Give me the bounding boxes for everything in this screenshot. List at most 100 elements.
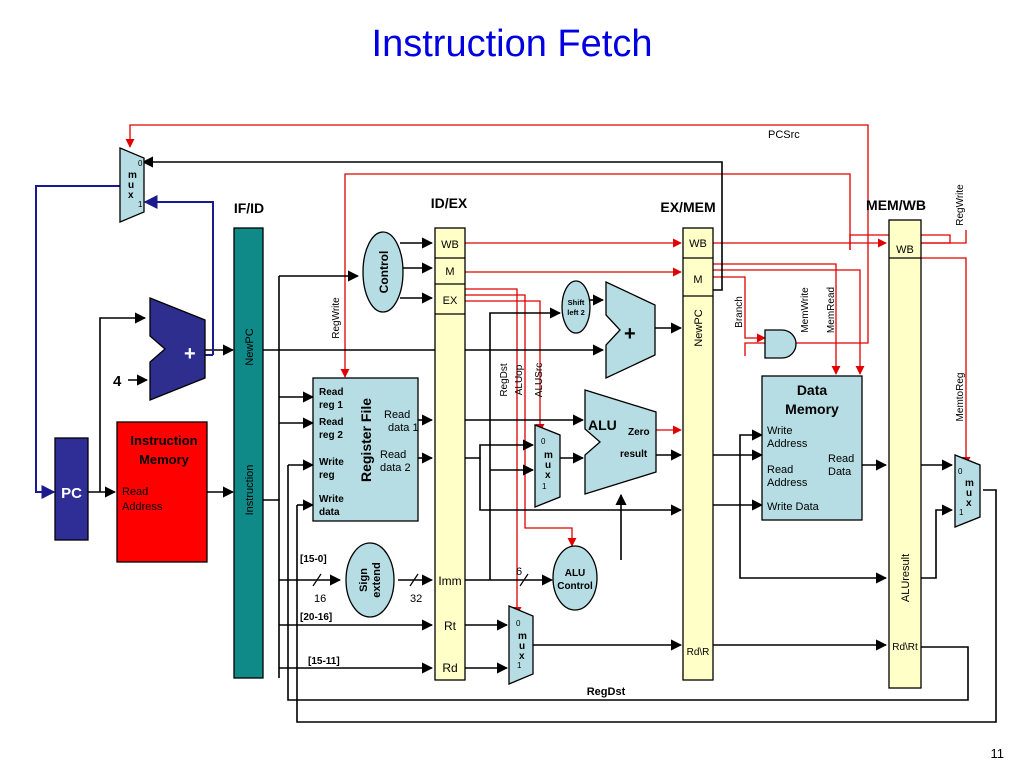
svg-text:Rd\R: Rd\R [687,647,710,658]
page-title: Instruction Fetch [372,23,653,65]
svg-text:data 1: data 1 [388,422,419,434]
svg-text:Data: Data [828,466,852,478]
bitfield-15-11: [15-11] [308,656,340,667]
svg-text:Read: Read [319,417,343,428]
branch-adder: + [605,280,656,380]
alu: ALU Zero result [584,389,657,495]
svg-text:Instruction: Instruction [244,465,256,516]
svg-text:Control: Control [557,581,593,592]
shift-left-2: Shift left 2 [561,280,591,334]
svg-text:Sign: Sign [358,568,370,592]
svg-text:0: 0 [516,619,521,628]
svg-text:0: 0 [138,159,143,168]
svg-text:Read: Read [319,387,343,398]
regwrite-right-label: RegWrite [955,184,966,226]
svg-text:+: + [624,323,636,345]
svg-text:Write: Write [319,457,344,468]
svg-text:Address: Address [767,477,808,489]
svg-text:Write Data: Write Data [767,501,820,513]
svg-text:m: m [128,170,137,181]
writeback-mux: 0 m u x 1 [954,454,981,528]
memwb-register: MEM/WB WB ALUresult Rd\Rt [866,197,926,689]
branch-and-gate [764,329,797,359]
svg-text:x: x [966,498,972,509]
regdst-vertical-label: RegDst [499,363,510,397]
svg-text:Address: Address [767,438,808,450]
svg-text:reg 2: reg 2 [319,430,343,441]
bitfield-15-0: [15-0] [300,554,327,565]
svg-text:Rt: Rt [444,619,457,633]
svg-text:PC: PC [61,485,82,502]
svg-text:Memory: Memory [785,401,839,417]
width-32: 32 [410,593,422,605]
svg-text:m: m [965,478,974,489]
svg-text:1: 1 [517,661,522,670]
svg-text:x: x [519,651,525,662]
svg-text:ALU: ALU [588,417,617,433]
svg-text:data: data [319,507,340,518]
svg-text:EX/MEM: EX/MEM [660,199,715,215]
memtoreg-label: MemtoReg [955,373,966,422]
regdst-bottom-label: RegDst [587,686,626,698]
pcsrc-label: PCSrc [768,129,800,141]
svg-text:Read: Read [380,449,406,461]
svg-text:IF/ID: IF/ID [234,200,264,216]
svg-text:1: 1 [138,200,143,209]
svg-text:WB: WB [896,244,914,256]
svg-text:EX: EX [443,295,458,307]
svg-text:Zero: Zero [628,427,650,438]
pc-adder: + [149,297,206,401]
sign-extend: Sign extend [345,542,395,618]
svg-text:ALU: ALU [565,568,586,579]
memwrite-label: MemWrite [800,287,811,333]
constant-four: 4 [113,373,122,390]
svg-text:Instruction: Instruction [130,433,197,448]
bitfield-20-16: [20-16] [300,612,332,623]
svg-text:Imm: Imm [438,574,461,588]
svg-text:NewPC: NewPC [244,328,256,365]
register-file: Read reg 1 Read reg 2 Write reg Write da… [312,377,419,522]
svg-text:M: M [693,274,702,286]
svg-text:ID/EX: ID/EX [431,195,468,211]
width-6: 6 [516,566,522,578]
instruction-memory: Instruction Memory Read Address [116,421,208,563]
svg-text:extend: extend [371,562,383,597]
svg-text:+: + [184,343,196,365]
data-memory: Data Memory Write Address Read Address R… [761,375,863,521]
branch-label: Branch [734,296,745,328]
svg-text:data 2: data 2 [380,462,411,474]
svg-text:u: u [128,180,134,191]
data-wires [88,156,997,723]
pc-loop-wires [35,185,214,499]
width-16: 16 [314,593,326,605]
svg-text:ALUresult: ALUresult [900,554,912,602]
svg-text:Register File: Register File [358,398,374,482]
svg-text:WB: WB [441,239,459,251]
alusrc-label: ALUSrc [534,363,545,397]
svg-text:u: u [545,460,551,471]
exmem-register: EX/MEM WB M NewPC Rd\R [660,199,716,681]
svg-text:u: u [966,488,972,499]
svg-text:Memory: Memory [139,452,190,467]
svg-text:x: x [545,470,551,481]
svg-text:0: 0 [541,437,546,446]
signal-labels: PCSrc RegWrite RegWrite RegDst ALUop ALU… [331,129,966,698]
ifid-register: IF/ID NewPC Instruction [233,200,264,679]
svg-text:reg: reg [319,470,335,481]
svg-text:Read: Read [767,464,793,476]
bus-slashes [312,573,529,587]
svg-text:Control: Control [377,251,391,294]
svg-text:MEM/WB: MEM/WB [866,197,926,213]
svg-text:m: m [518,631,527,642]
regdst-mux: 0 m u x 1 [508,605,534,685]
svg-text:1: 1 [542,482,547,491]
page-number: 11 [991,746,1005,761]
svg-text:Write: Write [767,425,792,437]
svg-text:x: x [128,190,134,201]
svg-text:1: 1 [959,508,964,517]
svg-text:u: u [519,641,525,652]
svg-text:M: M [445,266,454,278]
pc-register: PC [54,437,89,541]
